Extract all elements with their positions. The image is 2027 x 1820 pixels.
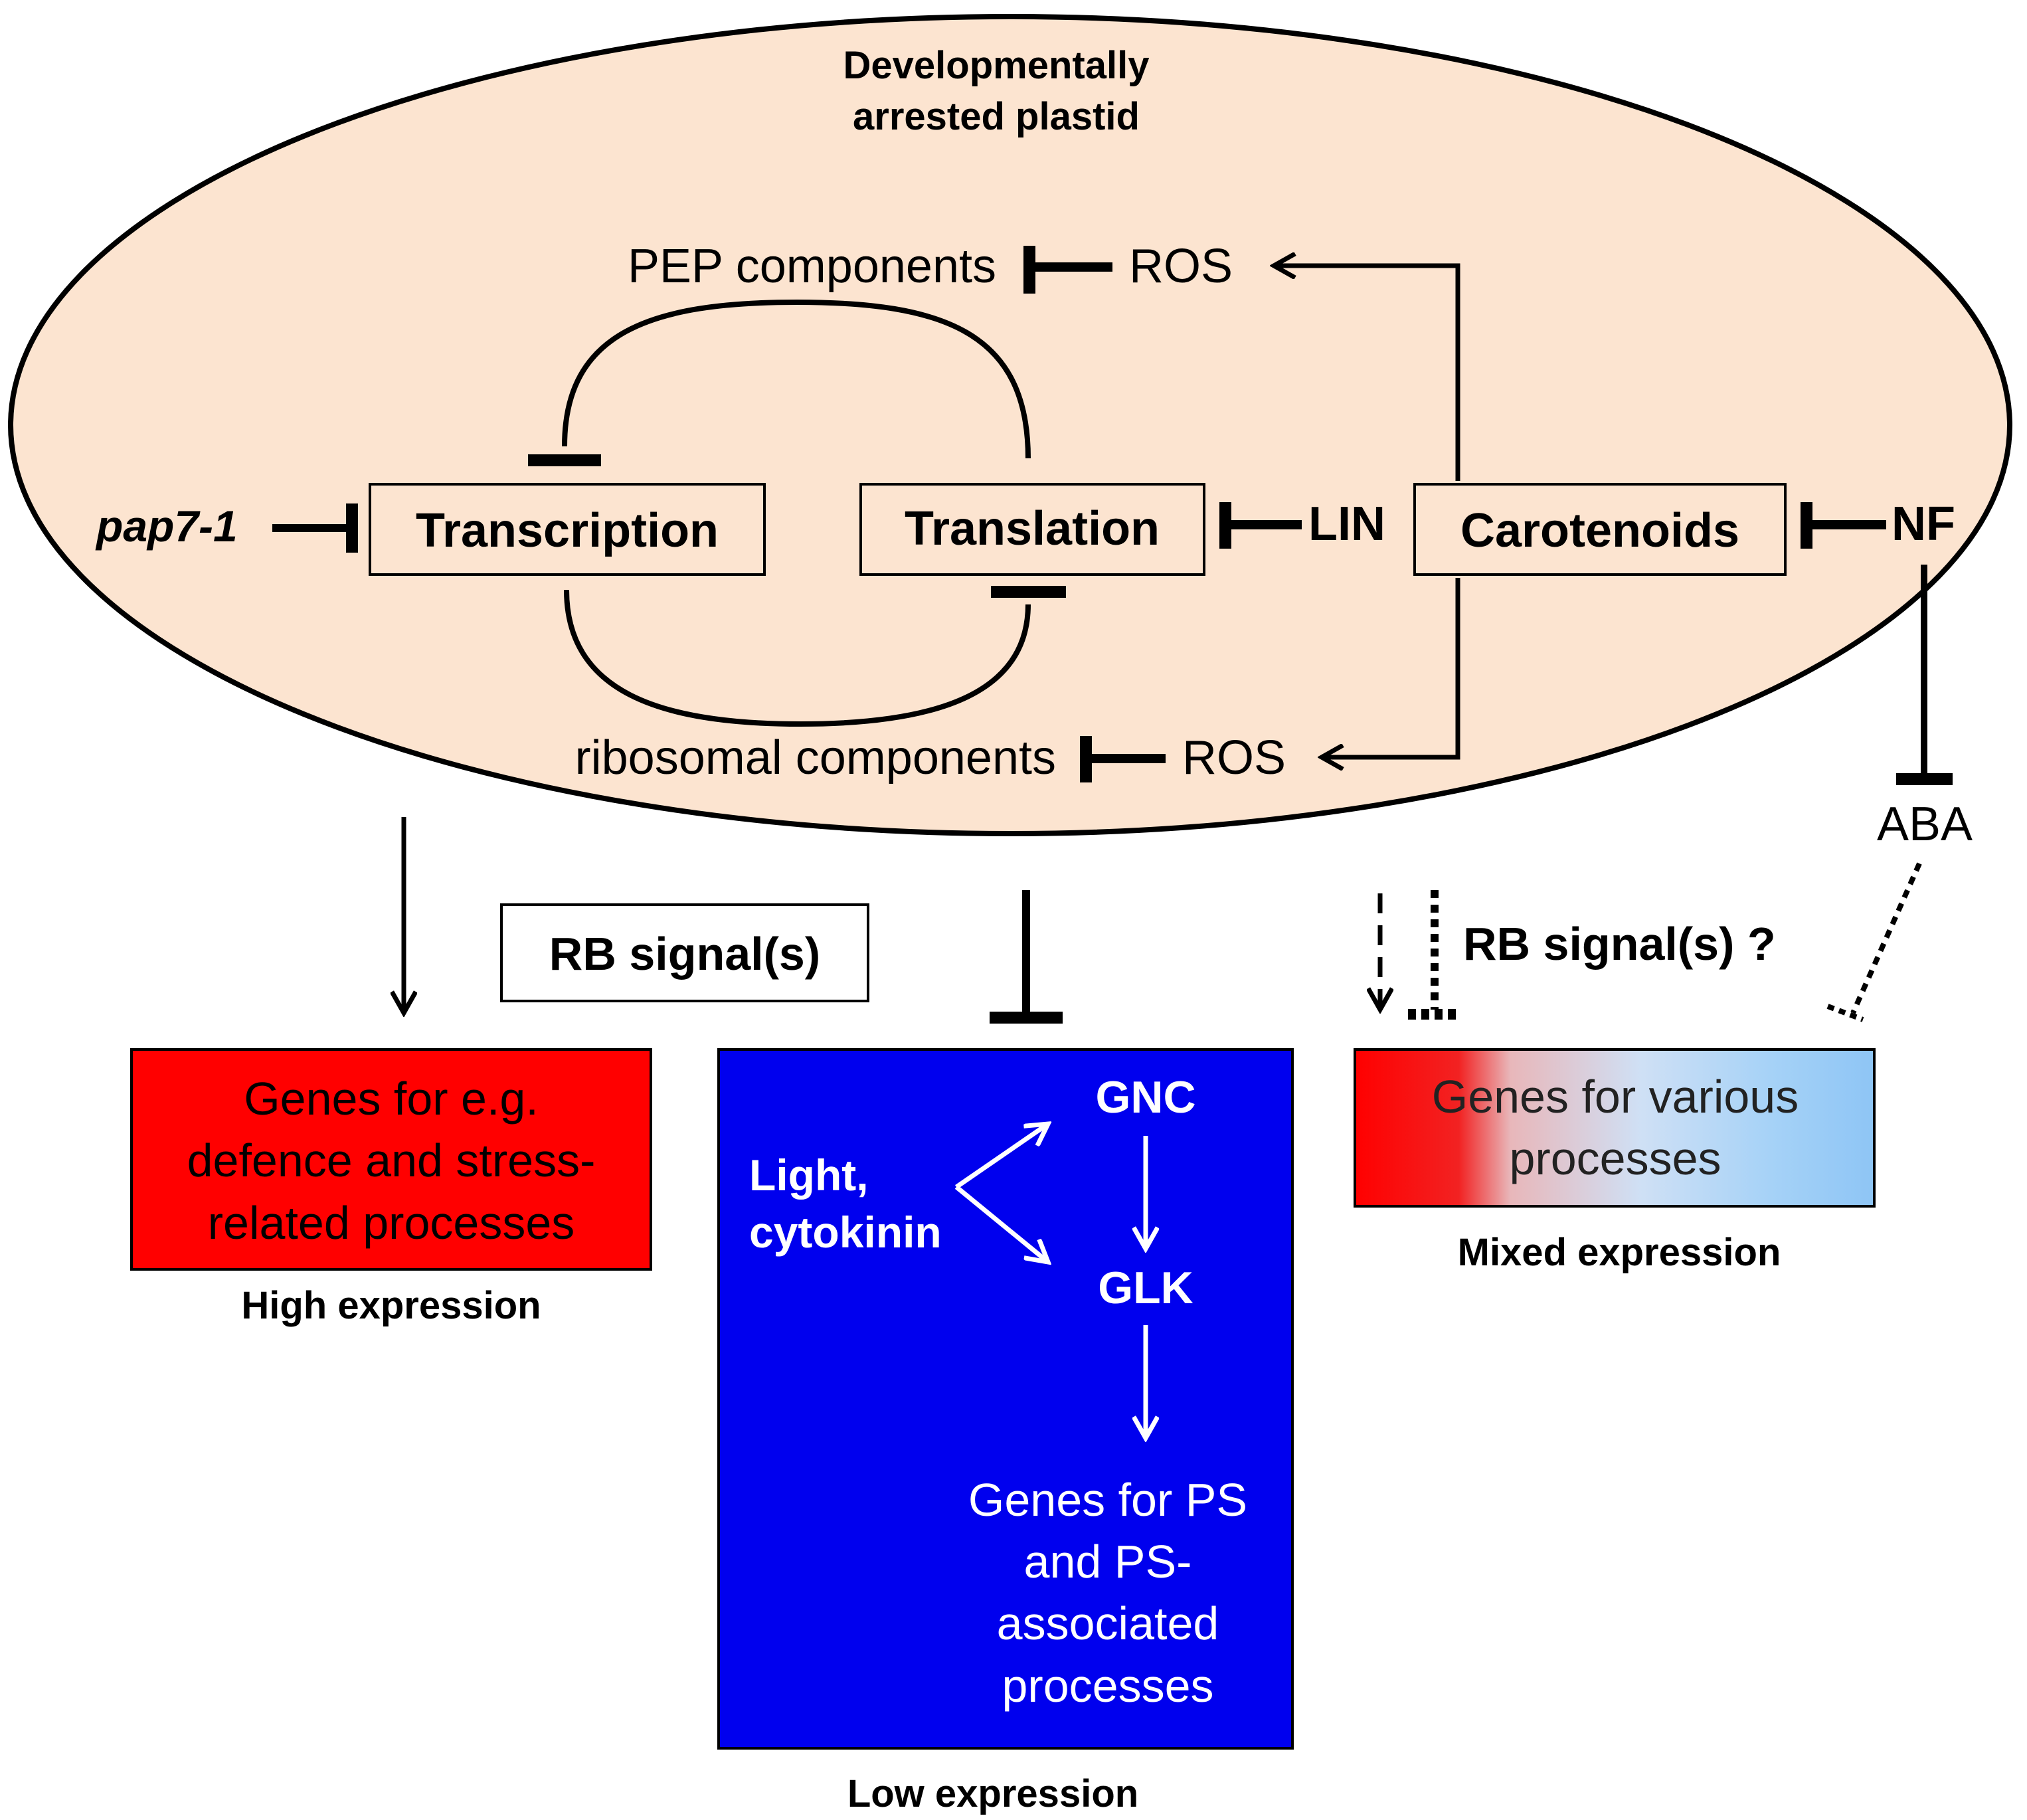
- pep-components-label: PEP components: [628, 240, 996, 293]
- nf-label: NF: [1892, 498, 1955, 551]
- mixed-expression-box: [1354, 1048, 1876, 1208]
- carotenoids-to-ros-top-arrow: [1274, 266, 1460, 481]
- rb-repression-arrow: [990, 890, 1063, 1024]
- low-expression-line4: processes: [1002, 1660, 1213, 1712]
- aba-dotted-link: [1850, 862, 1922, 1014]
- transcription-label: Transcription: [416, 504, 719, 557]
- glk-label: GLK: [1098, 1263, 1193, 1313]
- nf-inhibits-aba-arrow: [1896, 565, 1953, 785]
- carotenoids-label: Carotenoids: [1460, 504, 1739, 557]
- high-expression-line2: defence and stress-: [187, 1135, 596, 1186]
- pap7-label: pap7-1: [95, 501, 238, 551]
- aba-label: ABA: [1877, 798, 1973, 851]
- nf-inhibits-carotenoids-arrow: [1801, 502, 1886, 549]
- high-expression-box: [130, 1048, 652, 1271]
- transcription-box: [369, 483, 766, 576]
- pap7-inhibits-transcription-arrow: [272, 503, 358, 553]
- light-cytokinin-line2: cytokinin: [749, 1208, 942, 1257]
- plastid-title-line2: arrested plastid: [853, 95, 1140, 138]
- ros-inhibits-ribosomal-arrow: [1080, 736, 1166, 782]
- plastid-ellipse: [8, 14, 2012, 836]
- rb-uncertain-repression-arrow: [1408, 890, 1461, 1020]
- rb-signals-label: RB signal(s): [549, 928, 820, 980]
- transcription-inhibits-translation-loop: [564, 589, 1031, 727]
- light-to-gnc-arrow: [955, 1124, 1048, 1189]
- lin-inhibits-translation-arrow: [1219, 502, 1302, 549]
- mixed-expression-line1: Genes for various: [1432, 1071, 1799, 1123]
- lin-label: LIN: [1308, 498, 1385, 551]
- ribosomal-components-label: ribosomal components: [575, 731, 1056, 784]
- plastid-title-line1: Developmentally: [843, 44, 1150, 87]
- low-expression-line1: Genes for PS: [968, 1474, 1247, 1526]
- high-expression-line3: related processes: [208, 1197, 575, 1249]
- carotenoids-box: [1413, 483, 1787, 576]
- rb-signals-uncertain-label: RB signal(s) ?: [1463, 918, 1776, 970]
- aba-dotted-link-end: [1826, 1004, 1864, 1022]
- light-cytokinin-line1: Light,: [749, 1150, 869, 1200]
- ros-top-label: ROS: [1129, 240, 1233, 293]
- light-to-glk-arrow: [954, 1185, 1048, 1262]
- gnc-label: GNC: [1095, 1072, 1195, 1123]
- translation-label: Translation: [905, 502, 1160, 555]
- high-expression-caption: High expression: [241, 1284, 541, 1327]
- ros-inhibits-pep-arrow: [1023, 246, 1112, 294]
- translation-box: [859, 483, 1205, 576]
- low-expression-caption: Low expression: [847, 1772, 1138, 1815]
- low-expression-line3: associated: [997, 1597, 1219, 1649]
- low-expression-line2: and PS-: [1024, 1536, 1192, 1588]
- mixed-expression-line2: processes: [1509, 1133, 1721, 1184]
- mixed-expression-caption: Mixed expression: [1458, 1231, 1781, 1274]
- low-expression-box: [717, 1048, 1294, 1750]
- high-expression-line1: Genes for e.g.: [244, 1073, 539, 1125]
- rb-signals-box: [500, 903, 869, 1002]
- carotenoids-to-ros-bottom-arrow: [1322, 578, 1460, 757]
- translation-inhibits-transcription-loop: [562, 299, 1031, 459]
- ros-bottom-label: ROS: [1182, 731, 1286, 784]
